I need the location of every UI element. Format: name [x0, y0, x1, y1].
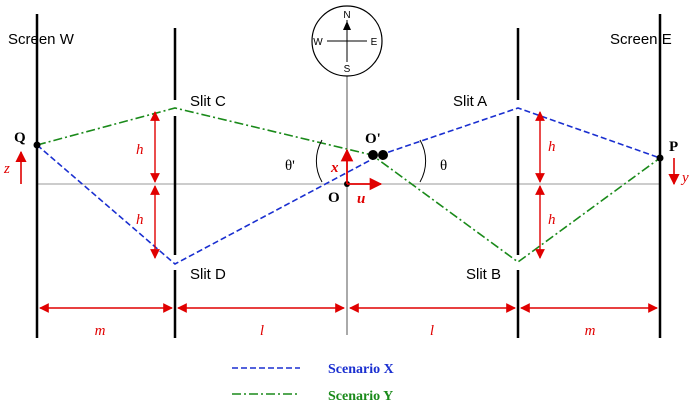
legend: Scenario X Scenario Y [232, 362, 394, 404]
point-o-label: O [328, 190, 340, 206]
m-label-left: m [95, 323, 106, 339]
h-label-right-lower: h [548, 212, 556, 228]
compass-e: E [371, 37, 378, 48]
point-q-dot [33, 141, 41, 149]
compass: N S W E [311, 5, 383, 77]
l-label-left: l [260, 323, 264, 339]
compass-north-arrow-icon [343, 21, 351, 30]
screen-w-label: Screen W [8, 31, 75, 48]
theta-arc [419, 139, 427, 183]
slit-b-label: Slit B [466, 266, 501, 283]
point-o-prime-dot-1 [368, 150, 378, 160]
slit-d-label: Slit D [190, 266, 226, 283]
legend-scenario-y-label: Scenario Y [328, 389, 393, 404]
m-label-right: m [585, 323, 596, 339]
l-label-right: l [430, 323, 434, 339]
slit-c-label: Slit C [190, 93, 226, 110]
z-axis-label: z [3, 161, 10, 177]
u-axis-label: u [357, 191, 365, 207]
legend-scenario-x-label: Scenario X [328, 362, 394, 377]
h-label-left-upper: h [136, 142, 144, 158]
screen-e-label: Screen E [610, 31, 672, 48]
slit-a-label: Slit A [453, 93, 487, 110]
point-p-dot [656, 154, 664, 162]
h-label-left-lower: h [136, 212, 144, 228]
point-o-prime-label: O' [365, 131, 381, 147]
h-label-right-upper: h [548, 139, 556, 155]
theta-prime-arc [315, 139, 323, 183]
theta-prime-label: θ' [285, 158, 295, 174]
compass-w: W [313, 37, 323, 48]
theta-label: θ [440, 158, 447, 174]
compass-n: N [343, 10, 350, 21]
compass-s: S [344, 64, 351, 75]
point-q-label: Q [14, 130, 26, 146]
point-o-prime-dot-2 [378, 150, 388, 160]
point-p-label: P [669, 139, 678, 155]
x-axis-label: x [330, 160, 339, 176]
y-axis-label: y [680, 170, 689, 186]
